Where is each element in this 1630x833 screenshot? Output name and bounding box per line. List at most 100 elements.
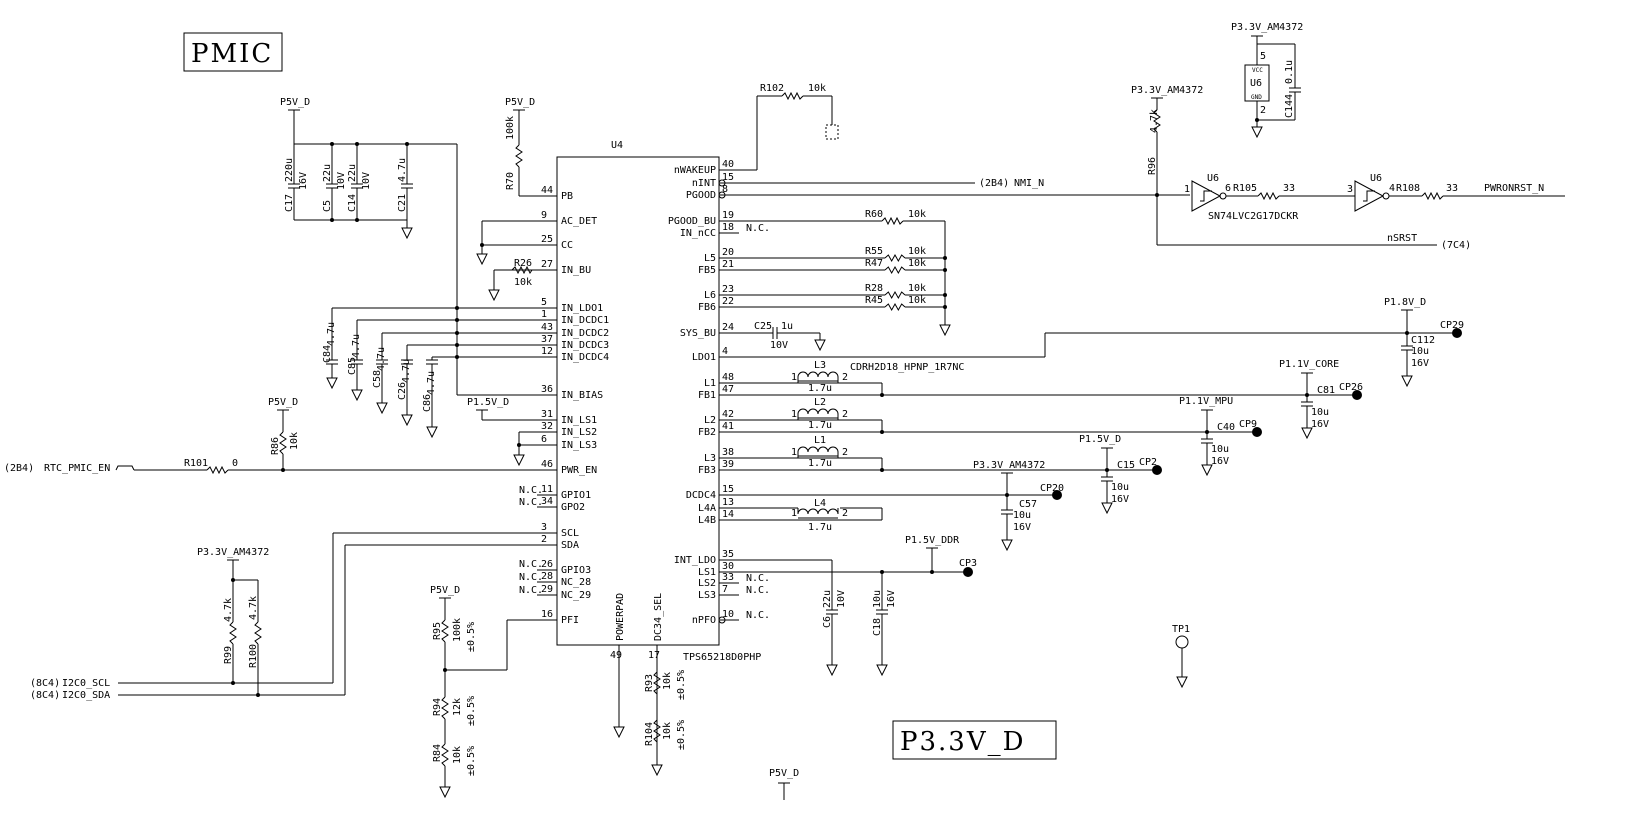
pin-name-ls2: LS2 xyxy=(698,578,716,589)
cp-label-3: CP2 xyxy=(1139,457,1157,468)
p5v-label-bottom: P5V_D xyxy=(769,768,799,779)
ic-part: TPS65218D0PHP xyxy=(683,652,761,663)
pin-num-37: 37 xyxy=(541,334,553,345)
cp29[interactable] xyxy=(1452,328,1462,338)
cp20[interactable] xyxy=(1052,490,1062,500)
u6b-in-pin: 3 xyxy=(1347,184,1353,195)
c84-ref: C84 xyxy=(322,345,333,363)
r55-ref: R55 xyxy=(865,246,883,257)
c81-ref: C81 xyxy=(1317,385,1335,396)
pin-name-l5: L5 xyxy=(704,253,716,264)
l3-part: CDRH2D18_HPNP_1R7NC xyxy=(850,362,964,373)
r102-val: 10k xyxy=(808,83,826,94)
pin-name-pgood_bu: PGOOD_BU xyxy=(668,216,716,227)
nc-nc28: N.C. xyxy=(519,572,543,583)
pin-num-30: 30 xyxy=(722,561,734,572)
u6b-ref: U6 xyxy=(1370,173,1382,184)
r93-val: 10k xyxy=(662,672,673,690)
r96-ref: R96 xyxy=(1147,157,1158,175)
cp-1[interactable] xyxy=(1352,390,1362,400)
pin-num-48: 48 xyxy=(722,372,734,383)
r101-ref: R101 xyxy=(184,458,208,469)
ldo1-net: CP29 P1.8V_D C112 10u 16V xyxy=(719,297,1464,388)
pmic-title: PMIC xyxy=(191,39,273,69)
pin-name-l2: L2 xyxy=(704,415,716,426)
ls-input-net: P1.5V_D xyxy=(467,397,557,467)
pin-num-26: 26 xyxy=(541,559,553,570)
l1-ref: L1 xyxy=(814,435,826,446)
pin-name-fb1: FB1 xyxy=(698,390,716,401)
c17-ref: C17 xyxy=(284,194,295,212)
l2-pin1: 1 xyxy=(791,409,797,420)
nc-ls2: N.C. xyxy=(746,573,770,584)
l2-ref: L2 xyxy=(814,397,826,408)
p5v-label-r70: P5V_D xyxy=(505,97,535,108)
pin-num-9: 9 xyxy=(541,210,547,221)
c18-val: 10u xyxy=(872,590,883,608)
pin-name-in_dcdc4: IN_DCDC4 xyxy=(561,352,609,363)
c85-ref: C85 xyxy=(347,357,358,375)
r86-ref: R86 xyxy=(270,437,281,455)
pin-name-in_bu: IN_BU xyxy=(561,265,591,276)
c5-ref: C5 xyxy=(322,200,333,212)
pin-num-22: 22 xyxy=(722,296,734,307)
c14-val: 22u xyxy=(347,164,358,182)
nmi-ref: (2B4) xyxy=(979,178,1009,189)
c6-val: 22u xyxy=(822,590,833,608)
c5-val: 22u xyxy=(322,164,333,182)
nc-gpio1: N.C. xyxy=(519,485,543,496)
c25-val: 1u xyxy=(781,321,793,332)
cp3[interactable] xyxy=(963,567,973,577)
r84-ref: R84 xyxy=(432,744,443,762)
pin-name-l1: L1 xyxy=(704,378,716,389)
ic-u4: U4 TPS65218D0PHP xyxy=(556,140,761,663)
pin-num-44: 44 xyxy=(541,185,553,196)
rail-label-p11core: P1.1V_CORE xyxy=(1279,359,1339,370)
tp1[interactable]: TP1 xyxy=(1172,624,1190,689)
rtc-net: RTC_PMIC_EN xyxy=(44,463,110,474)
pin-num-39: 39 xyxy=(722,459,734,470)
c112-ref: C112 xyxy=(1411,335,1435,346)
pin-name-nwakeup: nWAKEUP xyxy=(674,165,716,176)
pin-name-in_ls3: IN_LS3 xyxy=(561,440,597,451)
pin-num-2: 2 xyxy=(541,534,547,545)
nsrst-ref: (7C4) xyxy=(1441,240,1471,251)
pin-num-31: 31 xyxy=(541,409,553,420)
pgood-net: P3.3V_AM4372 nSRST (7C4) R96 4.7k 1 6 U6… xyxy=(723,85,1565,251)
pin-num-19: 19 xyxy=(722,210,734,221)
c57-ref: C57 xyxy=(1019,499,1037,510)
pin-name-nc_28: NC_28 xyxy=(561,577,591,588)
cp-3[interactable] xyxy=(1152,465,1162,475)
c57-v: 16V xyxy=(1013,522,1031,533)
c58-ref: C58 xyxy=(372,370,383,388)
p5v-label: P5V_D xyxy=(280,97,310,108)
acdet-cc-net xyxy=(476,220,557,266)
pin-num-29: 29 xyxy=(541,584,553,595)
r26-net: R26 10k xyxy=(488,258,557,302)
ic-ref: U4 xyxy=(611,140,623,151)
l1-val: 1.7u xyxy=(808,458,832,469)
pin-num-49: 49 xyxy=(610,650,622,661)
r108-ref: R108 xyxy=(1396,183,1420,194)
scl-ref: (8C4) xyxy=(30,678,60,689)
pin-num-36: 36 xyxy=(541,384,553,395)
r26-ref: R26 xyxy=(514,258,532,269)
pin-num-34: 34 xyxy=(541,496,553,507)
pin-num-1: 1 xyxy=(541,309,547,320)
c21-ref: C21 xyxy=(397,194,408,212)
r70-ref: R70 xyxy=(505,172,516,190)
nint-net: (2B4) NMI_N xyxy=(723,178,1044,189)
p33-label-i2c: P3.3V_AM4372 xyxy=(197,547,269,558)
p5v-input-network: P5V_D xyxy=(280,97,557,396)
pin-name-sys_bu: SYS_BU xyxy=(680,328,716,339)
pin-num-15: 15 xyxy=(722,172,734,183)
pin-name-pgood: PGOOD xyxy=(686,190,716,201)
intldo-ls1-net: C6 22u 10V CP3 P1.5V_DDR C18 10u 16V N.C… xyxy=(719,535,977,677)
pin-name-l3: L3 xyxy=(704,453,716,464)
c6-ref: C6 xyxy=(822,616,833,628)
cp-2[interactable] xyxy=(1252,427,1262,437)
pin-num-3: 3 xyxy=(541,522,547,533)
c144-ref: C144 xyxy=(1284,94,1295,118)
pgoodbu-net: R60 10k N.C. xyxy=(719,209,951,337)
c25-ref: C25 xyxy=(754,321,772,332)
